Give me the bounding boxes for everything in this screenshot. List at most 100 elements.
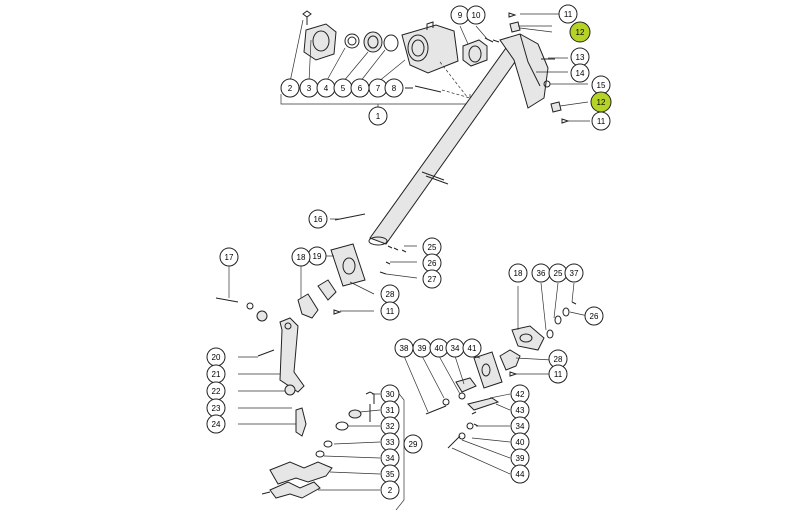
callout-label: 22: [212, 387, 221, 396]
callout-label: 18: [514, 269, 523, 278]
callout-label: 2: [288, 84, 293, 93]
callout-label: 29: [409, 440, 418, 449]
callout-22: 22: [206, 381, 226, 401]
callout-11: 11: [380, 301, 400, 321]
callout-39: 39: [510, 448, 530, 468]
callout-circle: [422, 269, 442, 289]
callout-label: 15: [597, 81, 606, 90]
callout-label: 9: [458, 11, 463, 20]
main-shaft: [368, 12, 590, 246]
callout-34: 34: [445, 338, 465, 358]
callout-label: 43: [516, 406, 525, 415]
callout-label: 12: [576, 28, 585, 37]
callout-label: 7: [376, 84, 381, 93]
callout-label: 40: [435, 344, 444, 353]
callout-label: 34: [386, 454, 395, 463]
callout-40: 40: [510, 432, 530, 452]
callout-label: 38: [400, 344, 409, 353]
callout-label: 36: [537, 269, 546, 278]
callout-23: 23: [206, 398, 226, 418]
callout-label: 35: [386, 470, 395, 479]
callout-11: 11: [591, 111, 611, 131]
callout-39: 39: [412, 338, 432, 358]
callout-label: 2: [388, 486, 393, 495]
callout-label: 1: [376, 112, 381, 121]
callout-12: 12: [590, 91, 612, 113]
callout-1: 1: [368, 106, 388, 126]
callout-25: 25: [422, 237, 442, 257]
callout-label: 27: [428, 275, 437, 284]
right-bottom-plate-group: [403, 351, 511, 475]
callout-21: 21: [206, 364, 226, 384]
callout-34: 34: [380, 448, 400, 468]
callout-40: 40: [429, 338, 449, 358]
callout-18: 18: [508, 263, 528, 283]
callout-44: 44: [510, 464, 530, 484]
callout-circle: [510, 464, 530, 484]
callout-9: 9: [450, 5, 470, 25]
callout-41: 41: [462, 338, 482, 358]
callout-15: 15: [591, 75, 611, 95]
callout-34: 34: [510, 416, 530, 436]
bottom-centre-group: [261, 389, 405, 511]
callout-label: 42: [516, 390, 525, 399]
callout-label: 39: [418, 344, 427, 353]
callout-label: 28: [386, 290, 395, 299]
callout-label: 44: [516, 470, 525, 479]
callout-label: 28: [554, 355, 563, 364]
callout-label: 16: [314, 215, 323, 224]
callout-label: 3: [307, 84, 312, 93]
callout-circle: [548, 364, 568, 384]
callout-19: 19: [307, 246, 327, 266]
callout-label: 11: [554, 370, 563, 379]
callout-35: 35: [380, 464, 400, 484]
callout-3: 3: [299, 78, 319, 98]
callout-10: 10: [466, 5, 486, 25]
callout-label: 25: [554, 269, 563, 278]
callout-label: 31: [386, 406, 395, 415]
callout-7: 7: [368, 78, 388, 98]
callout-label: 34: [516, 422, 525, 431]
callout-16: 16: [308, 209, 328, 229]
callout-26: 26: [584, 306, 604, 326]
callout-circle: [584, 306, 604, 326]
callout-circle: [466, 5, 486, 25]
callout-38: 38: [394, 338, 414, 358]
callout-label: 20: [212, 353, 221, 362]
callout-label: 14: [576, 69, 585, 78]
callout-13: 13: [570, 47, 590, 67]
callout-circle: [591, 111, 611, 131]
centre-bracket: [317, 213, 418, 315]
callout-circle: [384, 78, 404, 98]
callout-label: 5: [341, 84, 346, 93]
callout-label: 33: [386, 438, 395, 447]
hub-assembly: [280, 10, 500, 110]
callout-36: 36: [531, 263, 551, 283]
callout-30: 30: [380, 384, 400, 404]
callout-label: 26: [428, 259, 437, 268]
callout-4: 4: [316, 78, 336, 98]
callout-circle: [291, 247, 311, 267]
callout-circle: [558, 4, 578, 24]
callout-label: 26: [590, 312, 599, 321]
callout-11: 11: [558, 4, 578, 24]
callout-label: 6: [358, 84, 363, 93]
callout-28: 28: [380, 284, 400, 304]
callout-circle: [564, 263, 584, 283]
callout-label: 37: [570, 269, 579, 278]
callout-2: 2: [280, 78, 300, 98]
callout-14: 14: [570, 63, 590, 83]
callout-label: 25: [428, 243, 437, 252]
callout-label: 32: [386, 422, 395, 431]
callout-label: 4: [324, 84, 329, 93]
callout-31: 31: [380, 400, 400, 420]
callout-label: 17: [225, 253, 234, 262]
callout-label: 13: [576, 53, 585, 62]
callout-11: 11: [548, 364, 568, 384]
callout-label: 18: [297, 253, 306, 262]
callout-2: 2: [380, 480, 400, 500]
callout-label: 34: [451, 344, 460, 353]
callout-label: 10: [472, 11, 481, 20]
callout-29: 29: [403, 434, 423, 454]
callout-circle: [280, 78, 300, 98]
